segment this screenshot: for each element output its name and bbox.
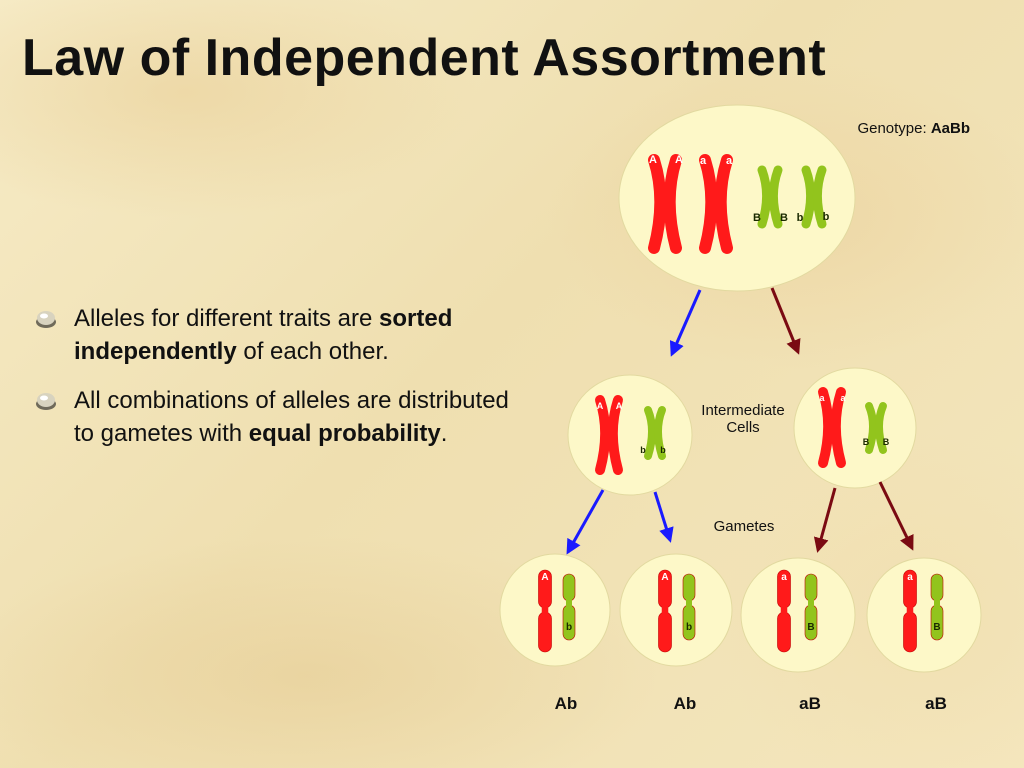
gamete3-allele-red: a	[781, 572, 787, 583]
bullet-list: Alleles for different traits are sorted …	[34, 302, 534, 466]
parent-allele-4: a	[726, 155, 733, 167]
cell2-allele-2: a	[840, 393, 846, 403]
cell1-allele-4: b	[660, 445, 666, 455]
gamete1-red-chromosome	[538, 569, 552, 653]
gamete3-allele-green: B	[807, 622, 814, 633]
gamete2-allele-green: b	[686, 622, 692, 633]
parent-allele-2: A	[675, 154, 683, 166]
cell1-allele-3: b	[640, 445, 646, 455]
gamete-cell-4	[866, 557, 982, 673]
bullet-item: All combinations of alleles are distribu…	[34, 384, 534, 450]
gamete4-allele-green: B	[933, 622, 940, 633]
intermediate-cell-1	[567, 374, 693, 496]
bullet-icon	[36, 311, 56, 328]
gamete-name-4: aB	[925, 694, 947, 713]
intermediate-cell-2	[793, 367, 917, 489]
bullet-2-text-post: .	[440, 420, 448, 447]
intermediate-cells-label: Intermediate Cells	[686, 402, 800, 436]
arrow-4	[653, 491, 674, 543]
cell1-allele-2: A	[616, 401, 623, 411]
gamete2-green-chromosome	[682, 573, 696, 641]
gamete2-red-chromosome	[658, 569, 672, 653]
gamete1-allele-red: A	[541, 572, 548, 583]
gamete-cell-2	[619, 553, 733, 667]
genotype-label: Genotype: AaBb	[857, 120, 970, 137]
genotype-value: AaBb	[930, 120, 970, 137]
cell1-green-chromosome	[644, 406, 666, 460]
bullet-item: Alleles for different traits are sorted …	[34, 302, 534, 368]
gamete-cell-1	[499, 553, 611, 667]
arrow-5	[813, 487, 837, 553]
bullet-2-text-bold: equal probability	[248, 420, 441, 447]
parent-allele-8: b	[823, 211, 830, 223]
genotype-prefix: Genotype:	[857, 120, 931, 137]
page-title: Law of Independent Assortment	[22, 29, 827, 87]
parent-allele-1: A	[649, 154, 657, 166]
parent-red-chromosome-1	[648, 154, 682, 254]
cell2-green-chromosome	[865, 402, 887, 454]
gamete4-green-chromosome	[930, 573, 944, 641]
cell2-red-chromosome	[818, 387, 846, 468]
cell2-allele-4: B	[883, 437, 890, 447]
parent-allele-5: B	[753, 212, 761, 224]
bullet-2-text-pre: All combinations of alleles are distribu…	[74, 387, 509, 447]
arrow-1	[669, 289, 702, 357]
gamete-name-2: Ab	[673, 694, 697, 713]
gamete4-allele-red: a	[907, 572, 913, 583]
parent-green-chromosome-2	[801, 165, 827, 229]
gametes-label: Gametes	[713, 518, 775, 535]
parent-allele-3: a	[700, 155, 707, 167]
gamete1-green-chromosome	[562, 573, 576, 641]
bullet-1-text-bold: sorted independently	[74, 305, 453, 365]
cell1-allele-1: A	[597, 401, 604, 411]
intermediate-label-line1: Intermediate	[701, 402, 785, 419]
gamete-name-3: aB	[799, 694, 821, 713]
cell2-allele-1: a	[819, 393, 825, 403]
bullet-1-text-post: of each other.	[236, 338, 389, 365]
parent-allele-7: b	[797, 212, 804, 224]
arrow-6	[878, 481, 914, 551]
parent-red-chromosome-2	[699, 154, 733, 254]
gamete2-allele-red: A	[661, 572, 668, 583]
intermediate-label-line2: Cells	[726, 419, 760, 436]
parent-green-chromosome-1	[757, 165, 783, 229]
gamete3-green-chromosome	[804, 573, 818, 641]
bullet-1-text-pre: Alleles for different traits are	[74, 305, 380, 332]
parent-allele-6: B	[780, 212, 788, 224]
gamete-name-1: Ab	[554, 694, 578, 713]
bullet-icon	[36, 393, 56, 410]
gamete4-red-chromosome	[903, 569, 917, 653]
arrow-3	[566, 489, 605, 555]
arrow-2	[770, 287, 801, 355]
gamete-cell-3	[740, 557, 856, 673]
cell1-red-chromosome	[595, 395, 623, 475]
gamete1-allele-green: b	[566, 622, 572, 633]
cell2-allele-3: B	[863, 437, 870, 447]
gamete3-red-chromosome	[777, 569, 791, 653]
